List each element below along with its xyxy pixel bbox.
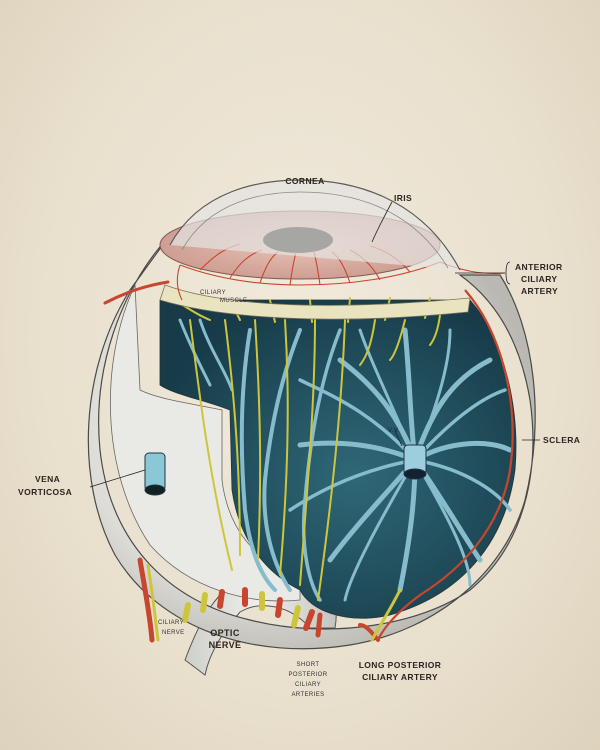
label-ciliary-nerve-line-1: CILIARY: [158, 620, 185, 626]
label-optic-line-1: OPTIC: [210, 628, 240, 638]
label-leader-lines: [89, 201, 540, 488]
label-anterior-line-1: ANTERIOR: [515, 262, 563, 272]
cornea-inner: [181, 191, 449, 269]
label-cornea: CORNEA: [285, 176, 325, 186]
label-vena-line-1: VENA: [35, 474, 61, 484]
cornea-dome: [169, 179, 461, 271]
label-long-line-1: LONG POSTERIOR: [358, 660, 442, 670]
label-short-line-2: POSTERIOR: [288, 672, 328, 678]
label-ciliary-nerve-line-2: NERVE: [162, 630, 185, 636]
posterior-nerve-stumps: [137, 557, 402, 643]
ciliary-nerves: [174, 297, 441, 601]
label-anterior-line-2: CILIARY: [521, 274, 558, 284]
label-iris: IRIS: [394, 193, 413, 203]
label-ciliary-muscle-line-2: MUSCLE: [220, 298, 248, 304]
label-anterior-line-3: ARTERY: [521, 286, 559, 296]
vena-vorticosa-stump: [144, 452, 166, 496]
label-short-line-4: ARTERIES: [291, 692, 325, 698]
label-vv: V.V.: [388, 428, 400, 434]
sclera-shell: [87, 234, 536, 650]
label-sclera: SCLERA: [543, 435, 581, 445]
label-short-line-3: CILIARY: [294, 682, 322, 688]
anterior-ciliary-artery-left: [103, 280, 170, 305]
ciliary-muscle-band: [159, 284, 471, 320]
label-optic-line-2: NERVE: [208, 640, 242, 650]
label-short-line-1: SHORT: [296, 662, 320, 668]
vortex-vein-stump: [403, 444, 427, 480]
label-long-line-2: CILIARY ARTERY: [362, 672, 438, 682]
label-ciliary-muscle-line-1: CILIARY: [200, 290, 227, 296]
label-vena-line-2: VORTICOSA: [18, 487, 73, 497]
long-posterior-ciliary-artery-line: [377, 289, 514, 641]
